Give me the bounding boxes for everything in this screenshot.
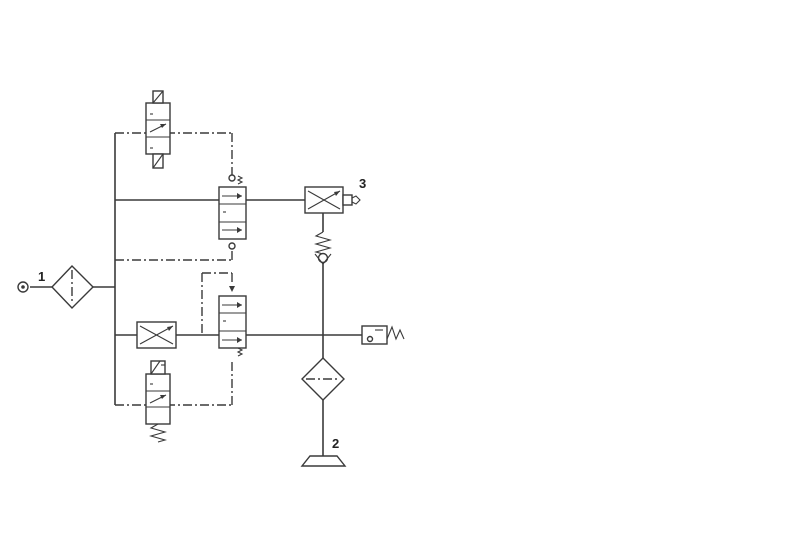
spring-icon (313, 231, 333, 255)
check-valve-icon (314, 252, 332, 265)
filter-icon (51, 264, 94, 310)
port-3-label: 3 (359, 176, 366, 191)
pressure-switch-icon (361, 325, 405, 345)
silencer-icon (342, 194, 361, 206)
port-2-label: 2 (332, 436, 339, 451)
throttle-valve-icon (136, 321, 177, 349)
solenoid-valve-icon (145, 90, 171, 169)
drain-base-icon (300, 455, 347, 467)
throttle-valve-icon (304, 186, 344, 214)
directional-valve-icon (218, 286, 247, 357)
port-1-label: 1 (38, 269, 45, 284)
directional-valve-icon (218, 174, 247, 250)
solenoid-valve-icon (145, 360, 171, 443)
pipe-network (30, 132, 362, 456)
supply-port-icon (17, 281, 29, 293)
filter-icon (301, 357, 345, 401)
